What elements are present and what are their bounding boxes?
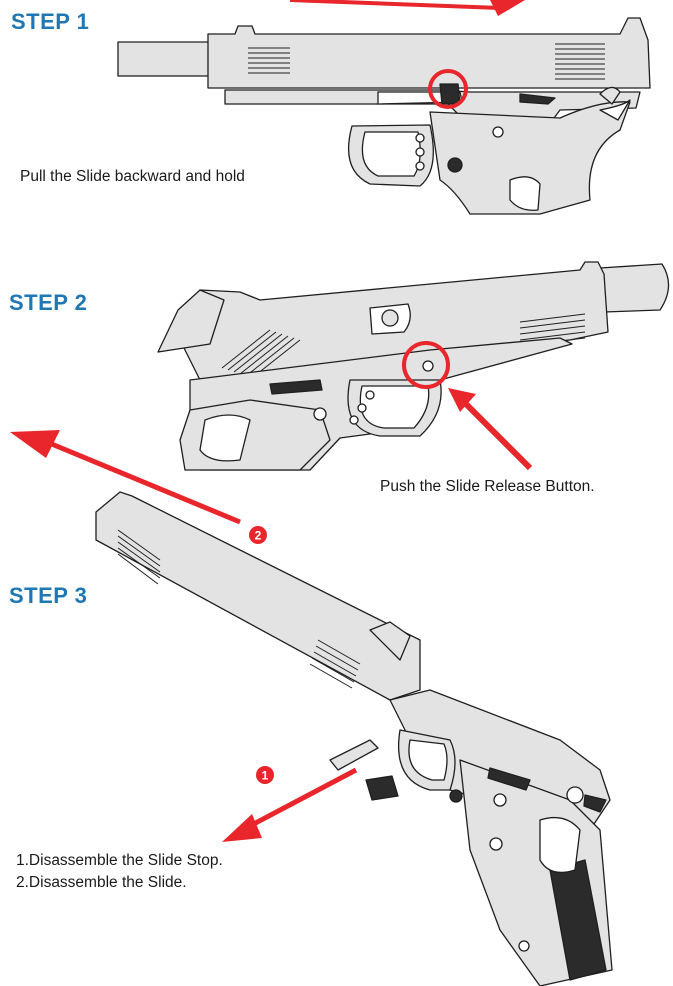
svg-text:2: 2 [255, 529, 262, 543]
step2-title: STEP 2 [9, 290, 88, 315]
step1-arrow [289, 0, 501, 10]
step2-caption: Push the Slide Release Button. [380, 478, 595, 495]
step3-caption-1: 1.Disassemble the Slide Stop. [16, 852, 223, 869]
step2-pistol-drawing [157, 261, 670, 471]
step3-pistol-drawing [95, 491, 613, 986]
step1-caption: Pull the Slide backward and hold [20, 168, 245, 185]
step2-slide-release-highlight [402, 341, 450, 389]
step2-arrow [459, 397, 533, 471]
svg-text:1: 1 [262, 769, 269, 783]
step3-title: STEP 3 [9, 583, 88, 608]
slide-removal-arrow [41, 437, 241, 525]
step1-title: STEP 1 [11, 9, 90, 34]
badge-1: 1 [256, 766, 274, 784]
slide-stop-removal-arrow [244, 767, 358, 831]
badge-2: 2 [249, 526, 267, 544]
step1-slide-stop-highlight [428, 69, 468, 109]
step3-caption-2: 2.Disassemble the Slide. [16, 874, 187, 891]
